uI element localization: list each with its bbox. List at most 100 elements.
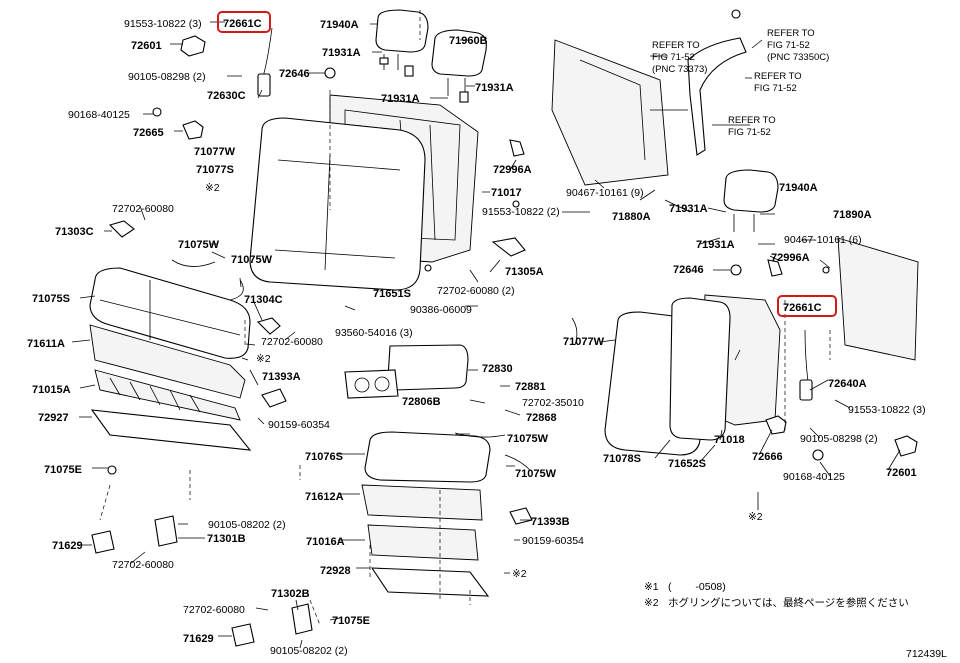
part-label-72630c[interactable]: 72630C [207, 90, 246, 102]
part-label-72881[interactable]: 72881 [515, 381, 546, 393]
part-label-71960b[interactable]: 71960B [449, 35, 488, 47]
part-label-72601-right[interactable]: 72601 [886, 467, 917, 479]
part-label-71303c[interactable]: 71303C [55, 226, 94, 238]
part-label-72646-left[interactable]: 72646 [279, 68, 310, 80]
part-label-72868[interactable]: 72868 [526, 412, 557, 424]
bracket-71304c-shape [256, 317, 281, 335]
part-label-90168-40125-left[interactable]: 90168-40125 [68, 109, 130, 121]
refer-block-2[interactable]: REFER TO FIG 71-52 (PNC 73350C) [767, 28, 829, 63]
part-label-72665[interactable]: 72665 [133, 127, 164, 139]
headrest-71960b [431, 29, 487, 77]
seat-tray-72928 [370, 567, 490, 597]
part-label-90105-08298-right[interactable]: 90105-08298 (2) [800, 433, 878, 445]
part-label-71075e-center[interactable]: 71075E [332, 615, 370, 627]
refer-block-4[interactable]: REFER TO FIG 71-52 [728, 115, 778, 138]
part-label-90159-60354-center[interactable]: 90159-60354 [522, 535, 584, 547]
part-label-71931a-c[interactable]: 71931A [381, 93, 420, 105]
clip-72646-shape [324, 67, 336, 79]
part-label-72640a[interactable]: 72640A [828, 378, 867, 390]
part-label-71880a[interactable]: 71880A [612, 211, 651, 223]
part-label-71393b[interactable]: 71393B [531, 516, 570, 528]
part-label-71890a[interactable]: 71890A [833, 209, 872, 221]
part-label-71016a[interactable]: 71016A [306, 536, 345, 548]
part-label-91553-10822-2[interactable]: 91553-10822 (2) [482, 206, 560, 218]
cushion-split-line [324, 154, 331, 271]
part-label-71931a-b[interactable]: 71931A [475, 82, 514, 94]
part-label-72702-35010[interactable]: 72702-35010 [522, 397, 584, 409]
part-label-71075s[interactable]: 71075S [32, 293, 70, 305]
part-label-72601-left[interactable]: 72601 [131, 40, 162, 52]
part-label-71652s[interactable]: 71652S [668, 458, 706, 470]
part-label-71075e-left[interactable]: 71075E [44, 464, 82, 476]
part-label-71077w-left[interactable]: 71077W [194, 146, 236, 158]
hog-ring-wire-right [571, 317, 578, 346]
note-2-mark: ※2 [644, 597, 659, 609]
part-label-71940a-right[interactable]: 71940A [779, 182, 818, 194]
part-label-71078s[interactable]: 71078S [603, 453, 641, 465]
part-label-90105-08202-a[interactable]: 90105-08202 (2) [208, 519, 286, 531]
part-label-72646-right[interactable]: 72646 [673, 264, 704, 276]
part-label-71305a[interactable]: 71305A [505, 266, 544, 278]
part-label-71015a[interactable]: 71015A [32, 384, 71, 396]
part-label-71017[interactable]: 71017 [491, 187, 522, 199]
part-label-72666[interactable]: 72666 [752, 451, 783, 463]
part-label-71018[interactable]: 71018 [714, 434, 745, 446]
part-label-71611a[interactable]: 71611A [27, 338, 65, 350]
part-label-72702-60080-2[interactable]: 72702-60080 (2) [437, 285, 515, 297]
cover-72996a-right-shape [767, 259, 783, 277]
part-label-71075w-d[interactable]: 71075W [515, 468, 557, 480]
part-label-90467-10161-9[interactable]: 90467-10161 (9) [566, 187, 644, 199]
part-label-72661c-right[interactable]: 72661C [783, 302, 822, 314]
part-label-71393a[interactable]: 71393A [262, 371, 301, 383]
part-label-72661c-left[interactable]: 72661C [223, 18, 262, 30]
part-label-72806b[interactable]: 72806B [402, 396, 441, 408]
part-label-71940a-top[interactable]: 71940A [320, 19, 359, 31]
clip-top-right [731, 9, 741, 19]
part-label-72927[interactable]: 72927 [38, 412, 69, 424]
part-label-71077w-right[interactable]: 71077W [563, 336, 605, 348]
part-label-mark2-b[interactable]: ※2 [256, 353, 271, 365]
part-label-72702-60080-a[interactable]: 72702-60080 [112, 203, 174, 215]
part-label-71931a-d[interactable]: 71931A [669, 203, 708, 215]
part-label-90386-06009[interactable]: 90386-06009 [410, 304, 472, 316]
seat-cushion-seams [99, 280, 241, 340]
refer-block-1[interactable]: REFER TO FIG 71-52 (PNC 73373) [652, 40, 707, 75]
part-label-90105-08202-b[interactable]: 90105-08202 (2) [270, 645, 348, 657]
part-label-71931a-a[interactable]: 71931A [322, 47, 361, 59]
part-label-71302b[interactable]: 71302B [271, 588, 310, 600]
part-label-71629-b[interactable]: 71629 [183, 633, 214, 645]
part-label-90105-08298-left[interactable]: 90105-08298 (2) [128, 71, 206, 83]
part-label-72996a-right[interactable]: 72996A [771, 252, 810, 264]
part-label-71077s[interactable]: 71077S [196, 164, 234, 176]
part-label-71075w-b[interactable]: 71075W [231, 254, 273, 266]
part-label-90467-10161-6[interactable]: 90467-10161 (6) [784, 234, 862, 246]
part-label-72996a-left[interactable]: 72996A [493, 164, 532, 176]
part-label-91553-10822-3-right[interactable]: 91553-10822 (3) [848, 404, 926, 416]
lock-72630c-shape [257, 73, 271, 97]
part-label-91553-10822-3[interactable]: 91553-10822 (3) [124, 18, 202, 30]
part-label-72928[interactable]: 72928 [320, 565, 351, 577]
part-label-71075w-c[interactable]: 71075W [507, 433, 549, 445]
refer-block-3[interactable]: REFER TO FIG 71-52 [754, 71, 804, 94]
part-label-71612a[interactable]: 71612A [305, 491, 344, 503]
part-label-72830[interactable]: 72830 [482, 363, 513, 375]
part-label-71651s[interactable]: 71651S [373, 288, 411, 300]
part-label-72702-60080-c[interactable]: 72702-60080 [112, 559, 174, 571]
part-label-71629-a[interactable]: 71629 [52, 540, 83, 552]
part-label-72702-60080-b[interactable]: 72702-60080 [261, 336, 323, 348]
part-label-71075w-a[interactable]: 71075W [178, 239, 220, 251]
part-label-93560-54016[interactable]: 93560-54016 (3) [335, 327, 413, 339]
part-label-mark2-d[interactable]: ※2 [748, 511, 763, 523]
part-label-mark2-c[interactable]: ※2 [512, 568, 527, 580]
part-label-71076s[interactable]: 71076S [305, 451, 343, 463]
part-label-90168-40125-right[interactable]: 90168-40125 [783, 471, 845, 483]
part-label-71304c[interactable]: 71304C [244, 294, 283, 306]
note-2-text: ホグリングについては、最終ページを参照ください [668, 596, 909, 609]
part-label-90159-60354-left[interactable]: 90159-60354 [268, 419, 330, 431]
back-board-71890a [837, 237, 919, 361]
part-label-71931a-e[interactable]: 71931A [696, 239, 735, 251]
part-label-mark2-a[interactable]: ※2 [205, 182, 220, 194]
part-label-71301b[interactable]: 71301B [207, 533, 246, 545]
part-label-72702-60080-d[interactable]: 72702-60080 [183, 604, 245, 616]
